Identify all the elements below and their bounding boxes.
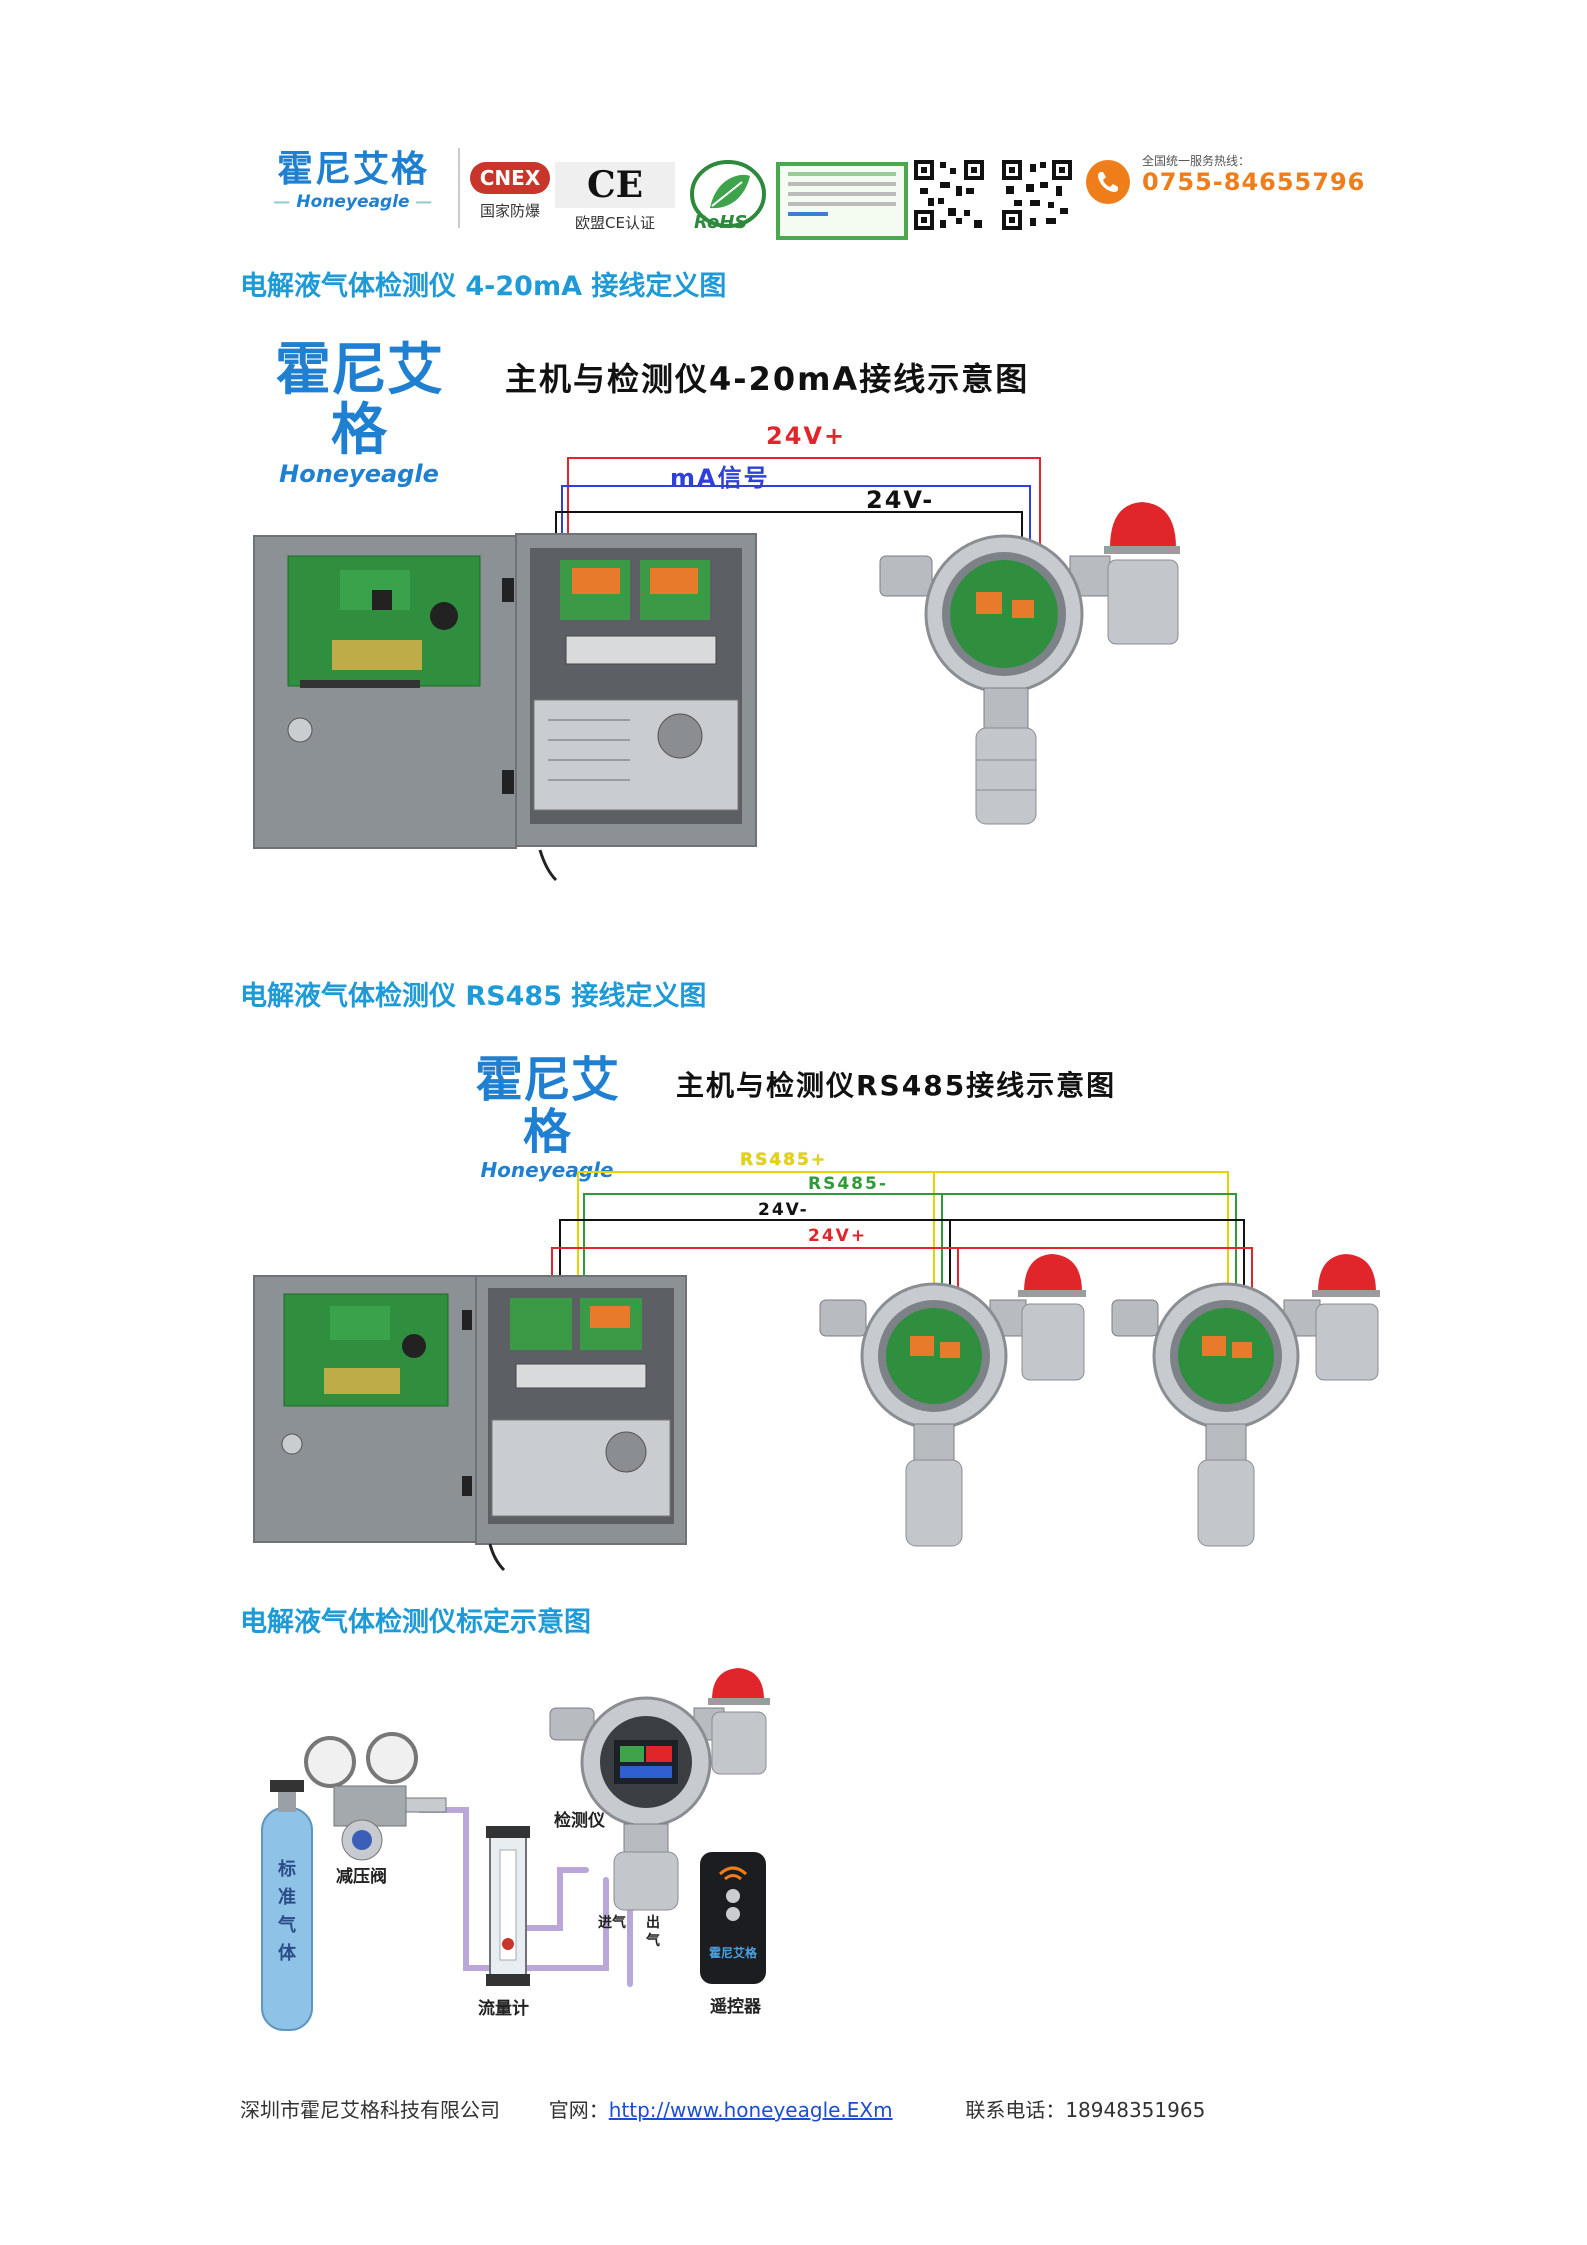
wire-label-rs485-a: RS485+ xyxy=(740,1150,828,1170)
section1-title: 电解液气体检测仪 4-20mA 接线定义图 xyxy=(240,271,727,302)
section2-logo-cn: 霍尼艾格 xyxy=(474,1052,619,1160)
footer-site-label: 官网： xyxy=(548,2098,609,2122)
cert-cnex: CNEX 国家防爆 xyxy=(470,162,550,221)
rohs-leaf-icon xyxy=(690,160,766,228)
section1-wiring-diagram xyxy=(253,457,1180,882)
remote-brand: 霍尼艾格 xyxy=(708,1946,757,1960)
alarm-beacon-icon xyxy=(1110,502,1176,548)
controller-cabinet xyxy=(253,533,757,882)
section1-logo-cn: 霍尼艾格 xyxy=(275,337,443,463)
phone-icon xyxy=(1086,160,1130,204)
section1-logo-en: Honeyeagle xyxy=(279,460,439,488)
pressure-regulator-icon xyxy=(304,1732,447,1861)
phone-caption: 全国统一服务热线： xyxy=(1142,154,1251,168)
footer-phone: 18948351965 xyxy=(1065,2098,1206,2122)
section2-logo: 霍尼艾格 Honeyeagle xyxy=(452,1054,642,1182)
alarm-beacon-icon xyxy=(712,1668,764,1700)
alarm-beacon-icon xyxy=(1318,1254,1376,1292)
section2-logo-en: Honeyeagle xyxy=(480,1158,614,1182)
header-logo-cn: 霍尼艾格 xyxy=(276,149,429,190)
header-divider xyxy=(458,148,460,228)
ce-mark: CE xyxy=(555,162,675,208)
section2-title: 电解液气体检测仪 RS485 接线定义图 xyxy=(240,981,707,1012)
wire-label-rs485-b: RS485- xyxy=(808,1174,888,1194)
wire-label-24v-neg-2: 24V- xyxy=(758,1200,809,1220)
section1-logo: 霍尼艾格 Honeyeagle xyxy=(248,340,470,488)
label-inlet: 进气 xyxy=(598,1915,626,1931)
alarm-beacon-icon xyxy=(1024,1254,1082,1292)
label-standard-gas: 标准气体 xyxy=(278,1859,296,1964)
header-logo: 霍尼艾格 — Honeyeagle — xyxy=(268,140,438,212)
ce-caption: 欧盟CE认证 xyxy=(575,214,655,232)
signal-icon xyxy=(718,1866,748,1876)
flowmeter-icon xyxy=(486,1826,530,1986)
section2-wiring-diagram xyxy=(253,1171,1380,1572)
cnex-mark: CNEX xyxy=(470,162,550,194)
label-flowmeter: 流量计 xyxy=(478,1999,529,2019)
qr-code-icon xyxy=(1000,158,1074,232)
footer-phone-label: 联系电话： xyxy=(965,2098,1066,2122)
rohs-mark: RoHS xyxy=(694,212,748,233)
label-outlet: 出气 xyxy=(646,1915,660,1949)
gas-detector-rs485-2 xyxy=(1111,1254,1380,1547)
wire-label-ma-signal: mA信号 xyxy=(670,464,770,492)
gas-detector-rs485-1 xyxy=(819,1254,1086,1547)
gas-detector-4-20ma xyxy=(879,502,1180,825)
section2-diagram-title: 主机与检测仪RS485接线示意图 xyxy=(676,1069,1117,1102)
label-detector: 检测仪 xyxy=(554,1811,605,1831)
calibration-detector-icon xyxy=(549,1668,770,1911)
section1-diagram-title: 主机与检测仪4-20mA接线示意图 xyxy=(505,360,1030,398)
footer-company: 深圳市霍尼艾格科技有限公司 xyxy=(240,2098,500,2122)
controller-cabinet-2 xyxy=(253,1275,687,1572)
header-logo-en: — Honeyeagle — xyxy=(273,192,433,212)
label-regulator: 减压阀 xyxy=(336,1867,387,1887)
cert-rohs: RoHS xyxy=(686,158,770,236)
wire-label-24v-pos: 24V+ xyxy=(766,422,847,450)
section3-title: 电解液气体检测仪标定示意图 xyxy=(240,1607,591,1638)
wire-ma-signal xyxy=(561,485,1031,578)
gas-cylinder-icon xyxy=(261,1780,313,2031)
wire-24v-pos xyxy=(567,457,1041,578)
cert-ce: CE 欧盟CE认证 xyxy=(555,162,675,233)
wire-label-24v-pos-2: 24V+ xyxy=(808,1226,868,1246)
phone-number: 0755-84655796 xyxy=(1142,168,1366,196)
footer: 深圳市霍尼艾格科技有限公司 官网：http://www.honeyeagle.E… xyxy=(240,2094,1205,2123)
wire-label-24v-neg: 24V- xyxy=(866,486,935,514)
remote-control-icon xyxy=(700,1852,766,1984)
label-remote: 遥控器 xyxy=(710,1997,761,2017)
calibration-diagram xyxy=(261,1668,770,2031)
certificate-card xyxy=(776,162,908,240)
cnex-caption: 国家防爆 xyxy=(479,202,540,220)
qr-code-icon xyxy=(912,158,986,232)
footer-site-link[interactable]: http://www.honeyeagle.EXm xyxy=(608,2098,893,2122)
